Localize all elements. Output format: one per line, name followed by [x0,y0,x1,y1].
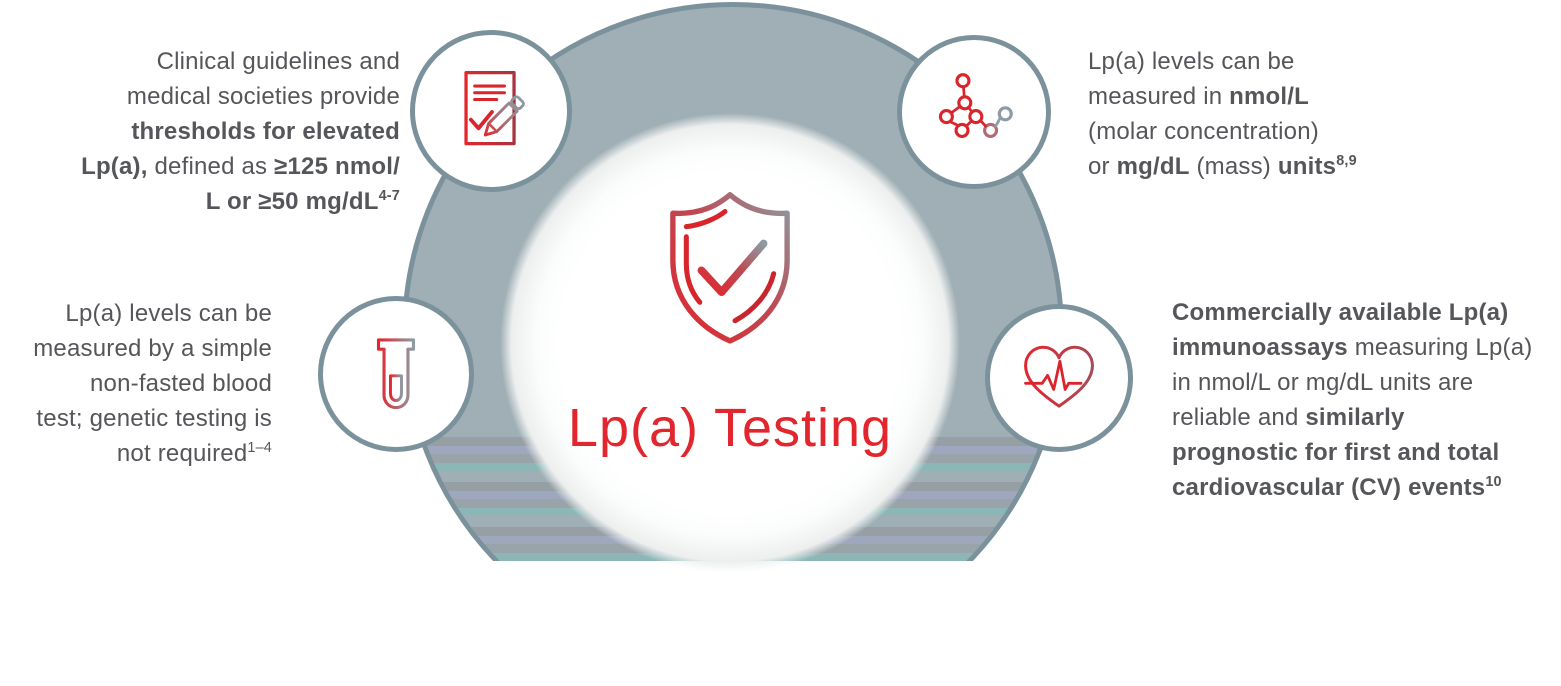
shield-check-icon [670,192,790,344]
text-line: Clinical guidelines and [156,48,400,75]
text-line: or mg/dL (mass) units8,9 [1088,153,1357,180]
text-line: in nmol/L or mg/dL units are [1172,369,1474,396]
callout-units: Lp(a) levels can be measured in nmol/L (mo… [1088,44,1518,184]
text-line: Lp(a) levels can be [1088,48,1295,75]
callout-guidelines: Clinical guidelines and medical societies… [30,44,400,219]
text-line: immunoassays measuring Lp(a) [1172,334,1533,361]
document-pen-icon [464,70,525,146]
molecule-icon [938,73,1013,138]
text-line: medical societies provide [126,83,400,110]
center-title: Lp(a) Testing [567,398,893,458]
text-line: (molar concentration) [1088,118,1319,145]
circle-units [897,35,1051,189]
test-tube-icon [376,338,416,410]
circle-blood-test [318,296,474,452]
circle-guidelines [410,30,572,192]
text-line: non-fasted blood [89,370,272,397]
heart-pulse-icon [1024,345,1094,408]
callout-immunoassays: Commercially available Lp(a) immunoassays… [1172,295,1561,505]
text-line: measured in nmol/L [1088,83,1309,110]
text-line: test; genetic testing is [36,405,272,432]
text-line: Lp(a), defined as ≥125 nmol/ [81,153,400,180]
text-line: not required1–4 [116,440,272,467]
center-circle: Lp(a) Testing [500,113,960,573]
text-line: Commercially available Lp(a) [1172,299,1509,326]
text-line: reliable and similarly [1172,404,1405,431]
text-line: measured by a simple [33,335,272,362]
text-line: thresholds for elevated [131,118,400,145]
text-line: cardiovascular (CV) events10 [1172,474,1502,501]
callout-blood-test: Lp(a) levels can be measured by a simple n… [2,296,272,471]
text-line: prognostic for first and total [1172,439,1500,466]
circle-immunoassays [985,304,1133,452]
text-line: L or ≥50 mg/dL4-7 [205,188,400,215]
text-line: Lp(a) levels can be [65,300,272,327]
